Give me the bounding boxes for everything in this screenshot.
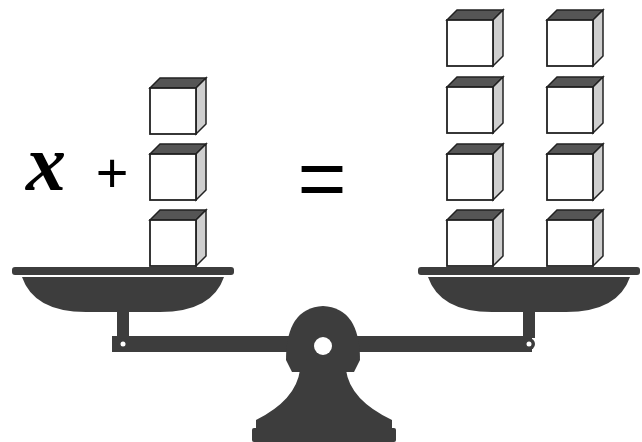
operator-sign: + <box>96 140 129 205</box>
cube-stack-left <box>150 78 206 266</box>
cube-stack-right <box>447 10 603 266</box>
equals-sign: = <box>297 130 346 227</box>
pivot-pin <box>527 342 532 347</box>
scale-body <box>12 267 640 442</box>
pivot-hole <box>314 337 332 355</box>
variable-label: x <box>26 118 66 209</box>
pivot-pin <box>121 342 126 347</box>
